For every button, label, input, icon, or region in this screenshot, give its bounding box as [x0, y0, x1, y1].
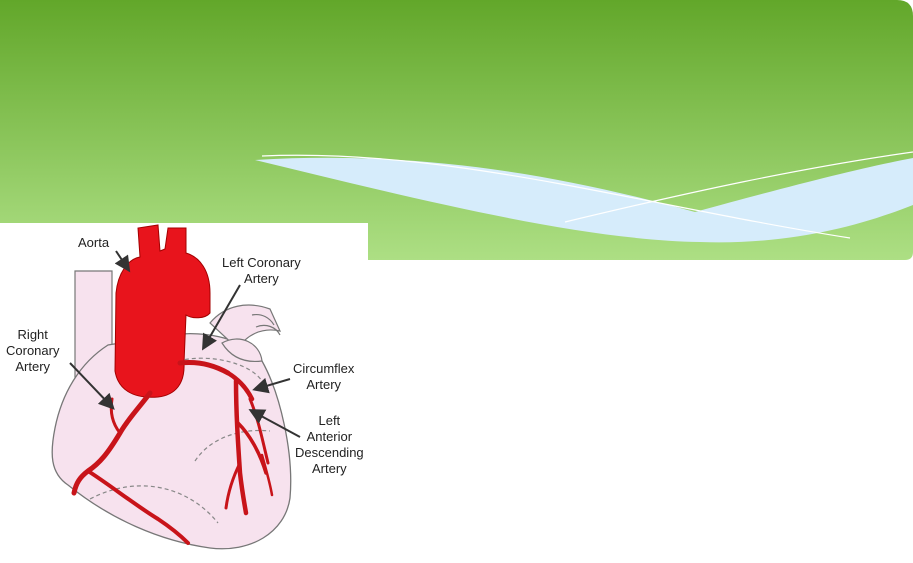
arrow-lad [248, 409, 301, 438]
left-main-coronary [177, 360, 231, 376]
label-line: Anterior [306, 429, 353, 444]
pulmonary-branch-2 [255, 324, 281, 336]
cardiac-vein-1 [177, 357, 263, 382]
label-line: Circumflex [293, 361, 355, 376]
label-line: Right [17, 327, 48, 342]
heart-illustration [51, 224, 301, 550]
label-line: Coronary [6, 343, 60, 358]
banner-background [0, 0, 913, 260]
arrow-circumflex [252, 377, 291, 394]
label-left-anterior-descending-artery: Left Anterior Descending Artery [295, 413, 364, 477]
rca-branch-1 [86, 469, 190, 545]
lad-branch-4 [260, 453, 274, 497]
label-line: Artery [15, 359, 51, 374]
lad-branch-2 [248, 397, 270, 465]
right-coronary-artery [71, 390, 153, 496]
pulmonary-branch-1 [251, 313, 275, 326]
arrow-aorta [114, 250, 131, 273]
label-line: Artery [311, 461, 347, 476]
label-circumflex-artery: Circumflex Artery [293, 361, 354, 393]
label-right-coronary-artery: Right Coronary Artery [6, 327, 59, 375]
title-banner [0, 0, 913, 260]
cardiac-vein-3 [89, 485, 219, 524]
label-left-coronary-artery: Left Coronary Artery [222, 255, 301, 287]
lad-artery [233, 378, 249, 516]
label-aorta: Aorta [78, 235, 109, 251]
arrow-left-coronary [201, 284, 241, 351]
label-line: Artery [244, 271, 279, 286]
label-line: Descending [295, 445, 364, 460]
heart-diagram: Aorta Left Coronary Artery Right Coronar… [0, 223, 368, 563]
wave-line-2 [564, 151, 913, 223]
lad-branch-3 [224, 461, 242, 510]
label-line: Left [318, 413, 341, 428]
arrow-right-coronary [69, 362, 115, 410]
label-line: Left Coronary [222, 255, 301, 270]
circumflex-artery [225, 370, 255, 402]
label-aorta-text: Aorta [78, 235, 110, 250]
wave-line-1 [261, 154, 851, 239]
wave-swoosh [255, 157, 913, 243]
left-atrium [221, 338, 263, 363]
cardiac-vein-2 [194, 429, 271, 462]
aorta [114, 224, 211, 398]
label-line: Artery [306, 377, 342, 392]
